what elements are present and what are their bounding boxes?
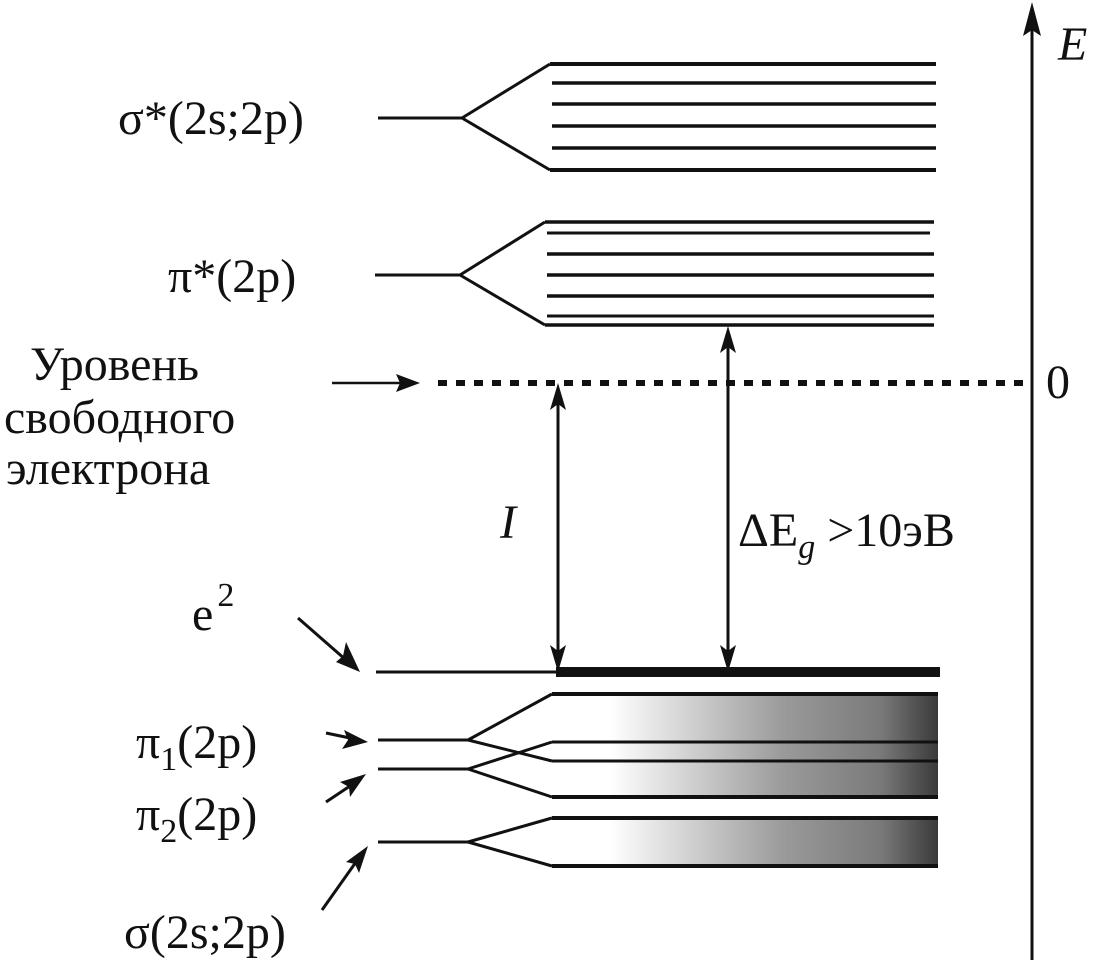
pi2-tail: (2p) (177, 788, 257, 841)
gap-subscript: g (798, 529, 815, 566)
free-electron-label-line2: свободного (4, 391, 235, 444)
label-sigma-star: σ*(2s;2p) (118, 92, 304, 145)
pi1-base: π (136, 716, 160, 769)
ionization-arrow (550, 383, 566, 672)
gap-relation: >10эВ (815, 504, 955, 557)
label-pi-star: π*(2p) (168, 250, 296, 303)
pi-valence-band-fill (552, 694, 938, 797)
sigma-arrow-icon (346, 846, 368, 873)
pi1-arrow-icon (342, 730, 368, 749)
sigma-band-fill (552, 818, 938, 866)
axis-label-e: E (1057, 18, 1087, 71)
pi-valence-band (378, 692, 938, 799)
gap-arrow-bottom-icon (720, 645, 736, 672)
pi2-subscript: 2 (160, 813, 177, 850)
e2-superscript: 2 (217, 577, 234, 614)
pi1-tail: (2p) (177, 716, 257, 769)
axis-zero-label: 0 (1046, 356, 1070, 409)
axis-arrow-icon (1023, 2, 1041, 36)
gap-delta-e: ΔE (738, 504, 798, 557)
band-gap-label: ΔEg >10эВ (738, 504, 955, 566)
energy-axis (1023, 2, 1041, 960)
label-sigma: σ(2s;2p) (124, 906, 286, 959)
label-pi1: π1(2p) (136, 716, 257, 778)
ionization-arrow-top-icon (550, 383, 566, 410)
gap-arrow-top-icon (720, 326, 736, 353)
free-electron-arrow-icon (396, 374, 420, 392)
e2-base: e (192, 588, 213, 641)
e2-arrow-icon (336, 642, 360, 672)
pi2-base: π (136, 788, 160, 841)
label-pi2: π2(2p) (136, 788, 257, 850)
ionization-arrow-bottom-icon (550, 645, 566, 672)
free-electron-label-line3: электрона (6, 442, 210, 495)
ionization-label: I (499, 496, 518, 549)
e2-pointer (297, 616, 347, 662)
pi2-pointer (325, 784, 351, 804)
band-gap-arrow (720, 326, 736, 672)
pi-star-band (375, 220, 934, 327)
free-electron-label-line1: Уровень (30, 338, 199, 391)
sigma-star-band (378, 62, 936, 172)
sigma-pointer (320, 861, 358, 911)
sigma-band (378, 816, 938, 868)
pi2-arrow-icon (340, 774, 366, 797)
pi1-subscript: 1 (160, 741, 177, 778)
pi1-pointer (325, 731, 351, 740)
